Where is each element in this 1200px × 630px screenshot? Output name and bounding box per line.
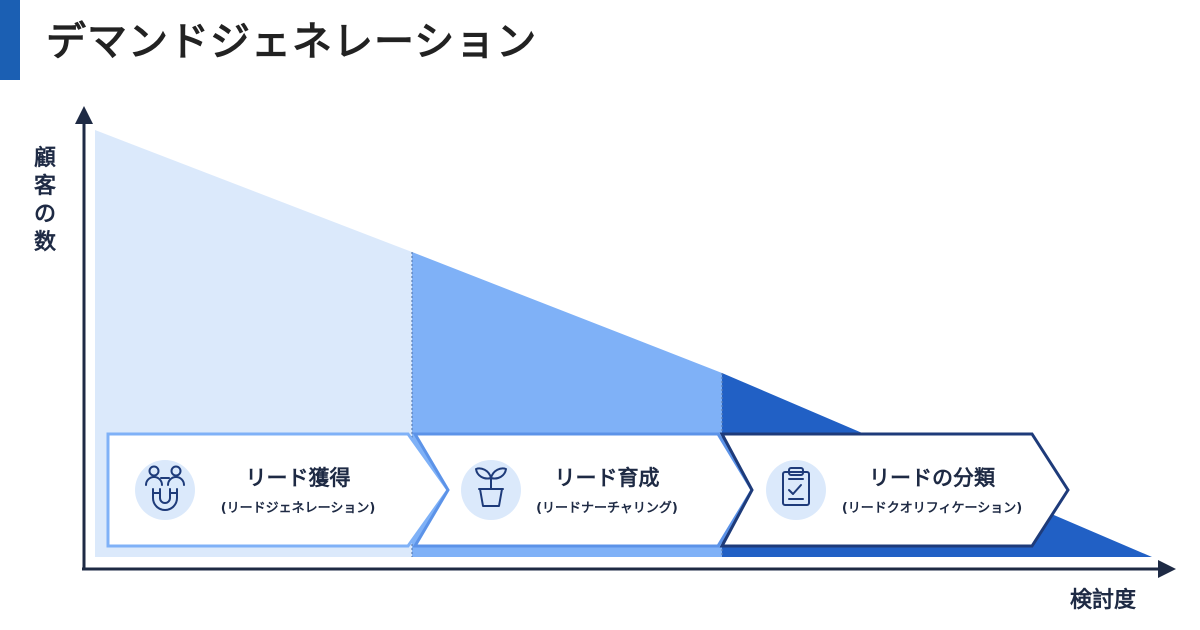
step-1-subtitle: (リードジェネレーション) [221,501,376,516]
step-3-shape [719,432,1070,548]
x-axis-label: 検討度 [1070,588,1137,613]
y-axis-arrow [75,106,93,124]
step-3-subtitle: (リードクオリフィケーション) [842,501,1022,516]
page-title: デマンドジェネレーション [46,19,538,65]
clipboard-check-icon [782,467,810,506]
step-2-subtitle: (リードナーチャリング) [536,500,678,516]
people-magnet-icon [145,465,185,511]
step-lead-generation: リード獲得 (リードジェネレーション) [106,432,450,548]
step-2-title: リード育成 [555,466,660,490]
step-lead-qualification: リードの分類 (リードクオリフィケーション) [719,432,1070,548]
step-1-icon-bg [135,460,195,520]
step-1-shape [106,432,450,548]
step-lead-nurturing: リード育成 (リードナーチャリング) [412,432,754,548]
x-axis-arrow [1158,560,1176,578]
y-axis-label: 顧客の数 [34,146,57,255]
title-accent-bar [0,0,20,80]
plant-pot-icon [475,467,507,507]
step-3-title: リードの分類 [869,466,996,490]
step-1-title: リード獲得 [246,466,351,490]
